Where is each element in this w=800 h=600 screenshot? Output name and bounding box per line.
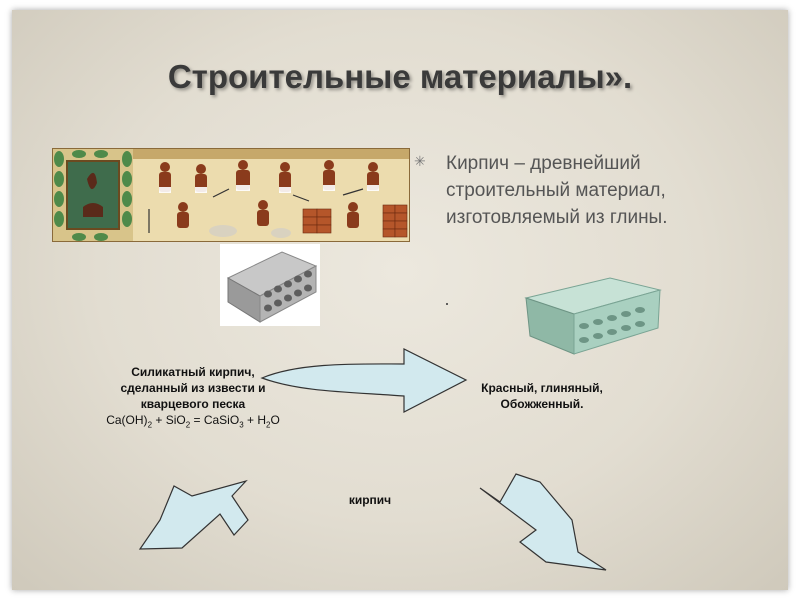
silicate-line-2: сделанный из извести и [120, 381, 266, 395]
formula-part-eq: = CaSiO [190, 413, 240, 427]
formula-sub-b: 2 [185, 420, 191, 430]
bullet-marker: ✳ [414, 153, 426, 169]
egyptian-fresco-image [52, 148, 410, 242]
formula-part-end: O [270, 413, 280, 427]
formula-sub-d: 2 [265, 420, 271, 430]
formula-sub-a: 2 [147, 420, 153, 430]
formula-part-a: Ca(OH) [106, 413, 148, 427]
silicate-line-1: Силикатный кирпич, [131, 365, 255, 379]
chemical-formula: Ca(OH)2 + SiO2 = CaSiO3 + H2O [88, 412, 298, 433]
silicate-line-3: кварцевого песка [140, 397, 246, 411]
center-label: кирпич [348, 493, 392, 507]
red-brick-line-1: Красный, глиняный, [481, 381, 603, 395]
red-brick-line-2: Обожженный. [500, 397, 584, 411]
slide-title: Строительные материалы». [167, 58, 633, 95]
bullet-text: Кирпич – древнейший строительный материа… [446, 153, 668, 228]
formula-part-plus2: + H [243, 413, 266, 427]
formula-sub-c: 3 [239, 420, 244, 430]
grey-brick-image [220, 244, 320, 326]
silicate-brick-label: Силикатный кирпич, сделанный из извести … [88, 364, 298, 433]
grey-brick-drawing [226, 251, 318, 323]
red-brick-label: Красный, глиняный, Обожженный. [452, 380, 632, 412]
fresco-drawing [53, 149, 409, 241]
formula-part-plus1: + SiO [152, 413, 186, 427]
